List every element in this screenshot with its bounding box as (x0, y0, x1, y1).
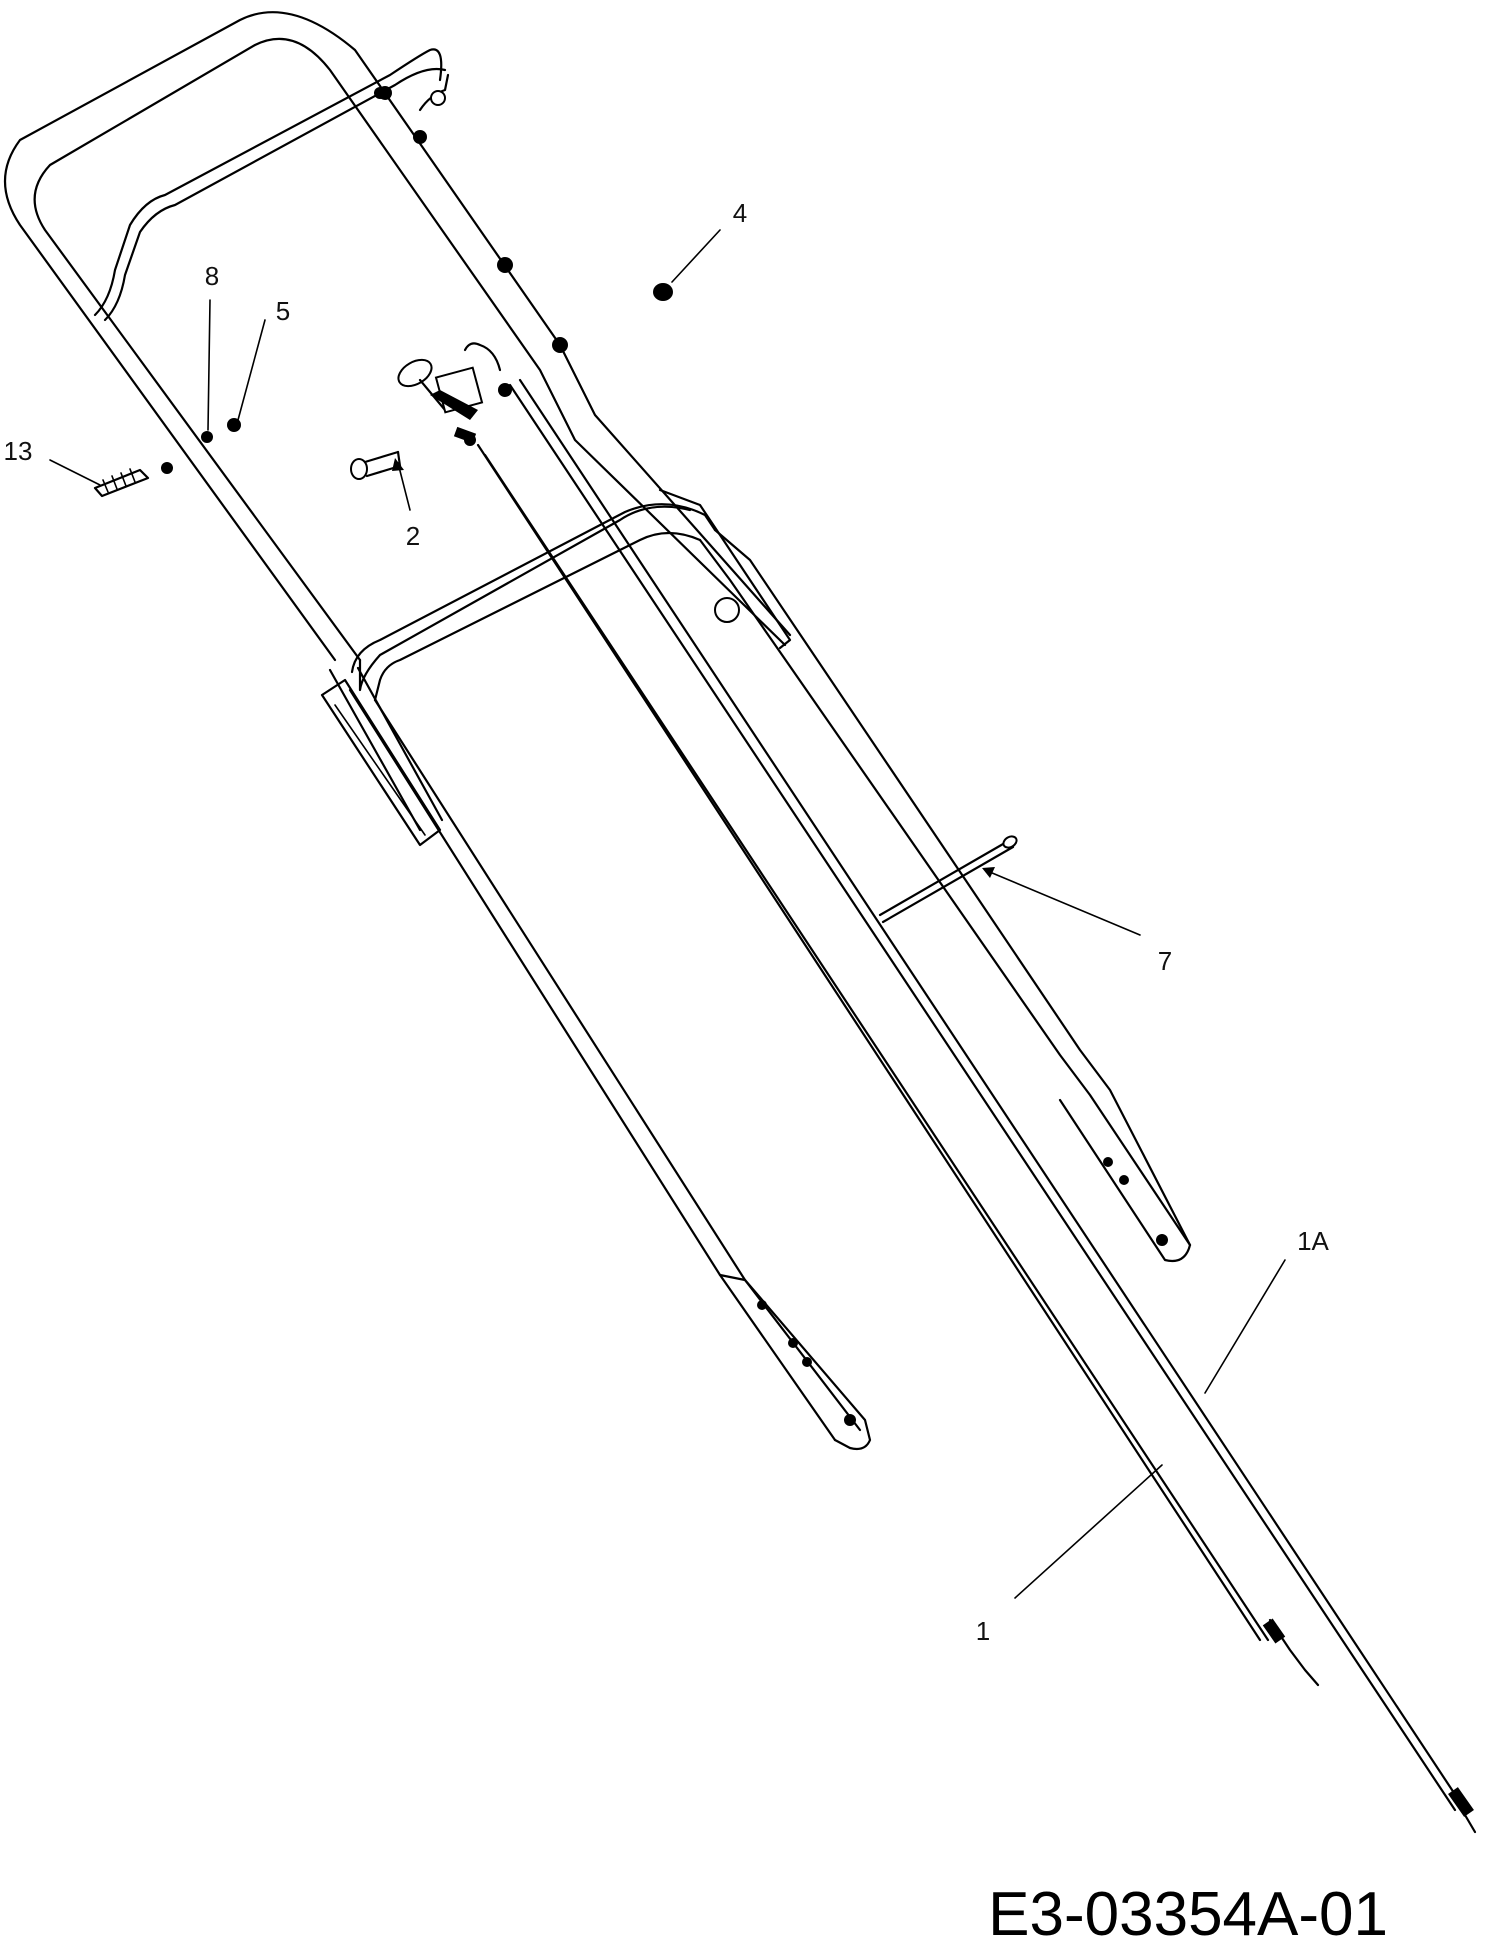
lower-handle (348, 503, 1192, 1451)
callout-7: 7 (1158, 946, 1172, 976)
callout-13: 13 (4, 436, 33, 466)
callout-labels: 13 8 5 2 4 7 1A 1 (4, 198, 1330, 1646)
cable-tie-7 (878, 835, 1018, 924)
pin-2 (350, 450, 402, 480)
control-bail (93, 48, 450, 322)
callout-8: 8 (205, 261, 219, 291)
drawing-code: E3-03354A-01 (988, 1880, 1388, 1949)
callout-4: 4 (733, 198, 747, 228)
washer-8 (201, 431, 213, 443)
leader-lines (49, 229, 1286, 1599)
nut-5 (227, 418, 241, 432)
engine-control-housing (397, 342, 512, 446)
callout-1A: 1A (1297, 1226, 1329, 1256)
callout-5: 5 (276, 296, 290, 326)
control-cables (476, 378, 1477, 1834)
nut-4 (653, 283, 673, 301)
upper-handle (3, 11, 792, 847)
callout-2: 2 (406, 521, 420, 551)
callout-1: 1 (976, 1616, 990, 1646)
bolt-13 (93, 462, 173, 498)
